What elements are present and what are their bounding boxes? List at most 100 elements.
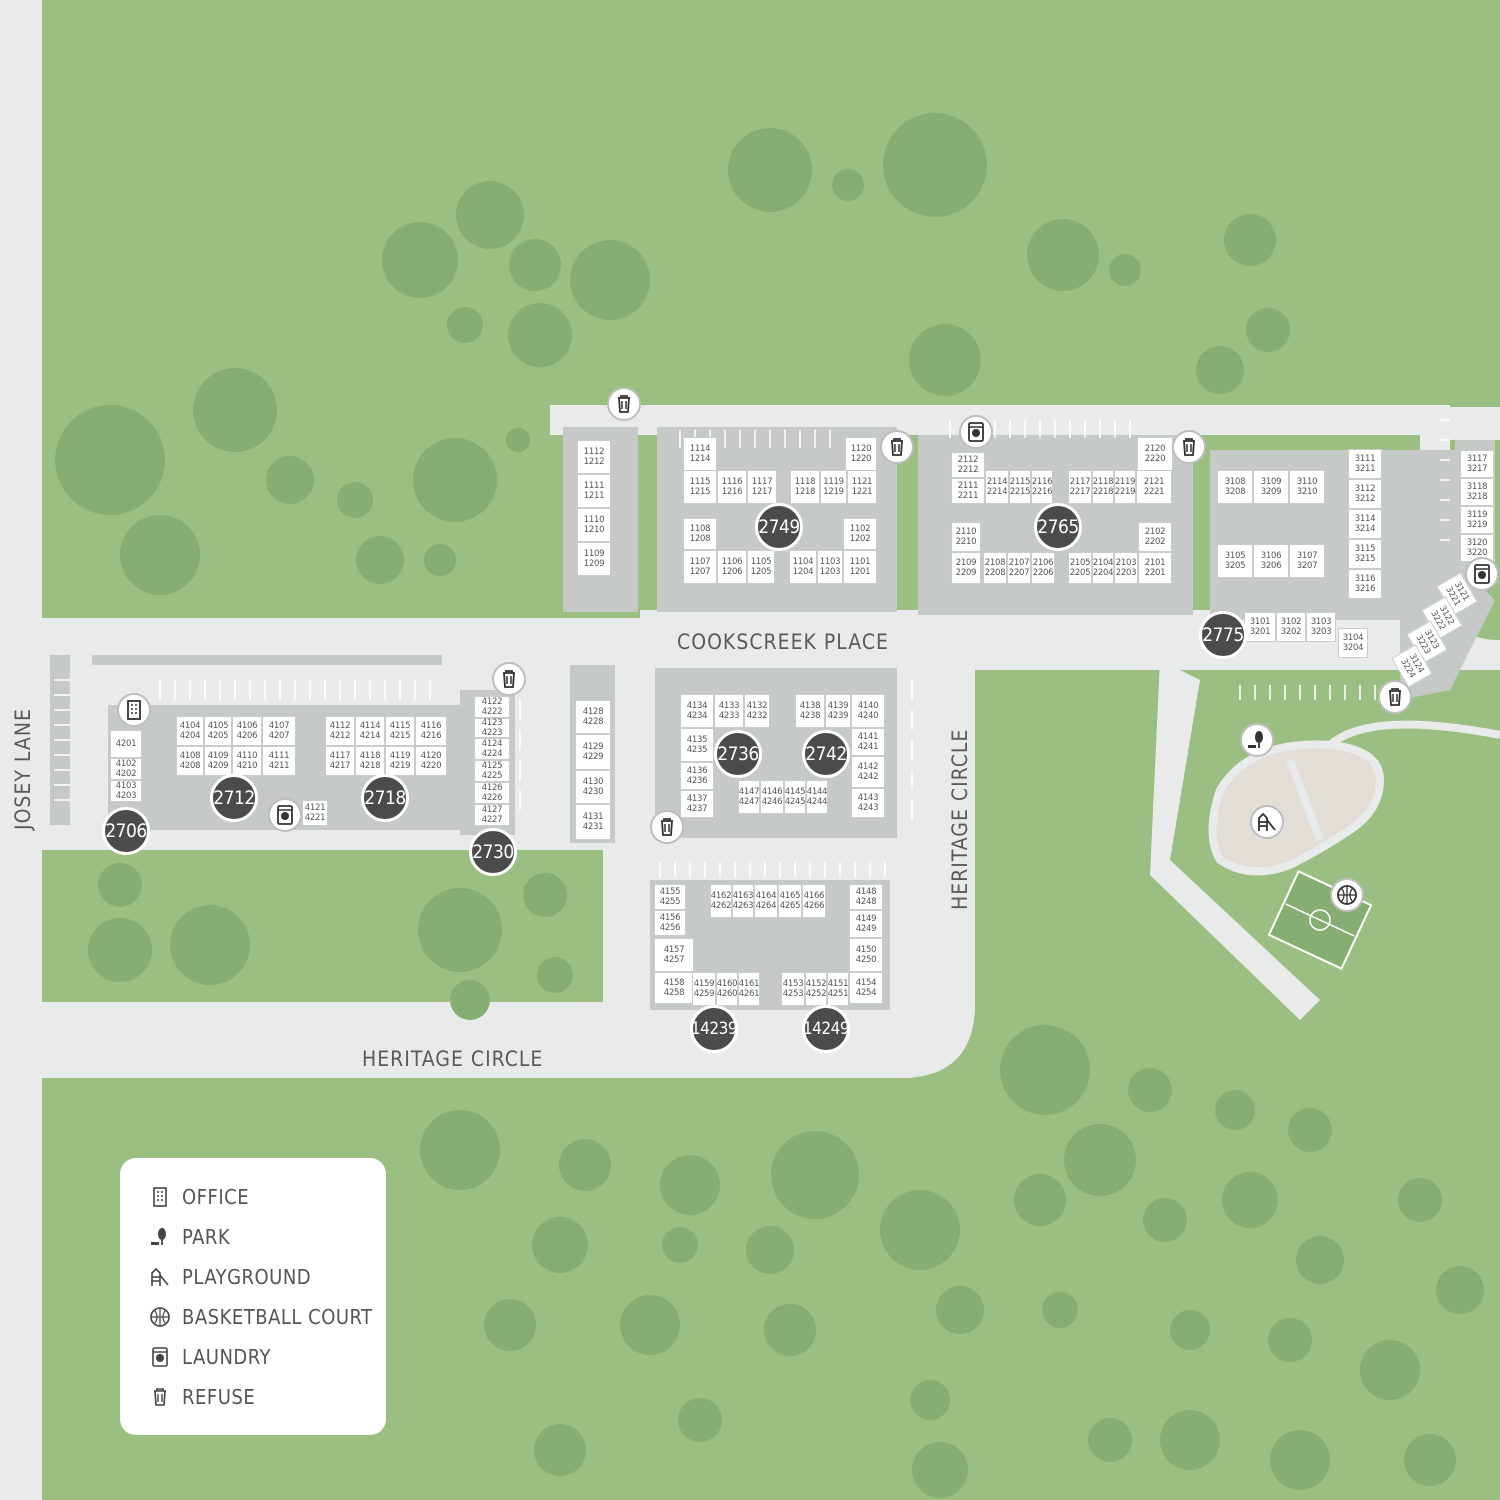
refuse-marker[interactable] [1378, 680, 1412, 714]
refuse-marker[interactable] [1172, 430, 1206, 464]
office-marker[interactable] [117, 693, 151, 727]
unit-4201[interactable]: 4201 [110, 730, 142, 758]
laundry-marker[interactable] [1465, 557, 1499, 591]
building-marker-2730[interactable]: 2730 [469, 828, 517, 876]
refuse-marker[interactable] [492, 662, 526, 696]
building-marker-2736[interactable]: 2736 [714, 730, 762, 778]
refuse-marker[interactable] [607, 387, 641, 421]
refuse-marker[interactable] [880, 430, 914, 464]
building-marker-2765[interactable]: 2765 [1034, 503, 1082, 551]
park-marker[interactable] [1240, 723, 1274, 757]
basketball-marker[interactable] [1330, 878, 1364, 912]
building-marker-2775[interactable]: 2775 [1199, 611, 1247, 659]
refuse-marker[interactable] [650, 810, 684, 844]
building-marker-2749[interactable]: 2749 [755, 503, 803, 551]
building-marker-2718[interactable]: 2718 [361, 774, 409, 822]
building-marker-2706[interactable]: 2706 [102, 807, 150, 855]
building-marker-2712[interactable]: 2712 [210, 774, 258, 822]
